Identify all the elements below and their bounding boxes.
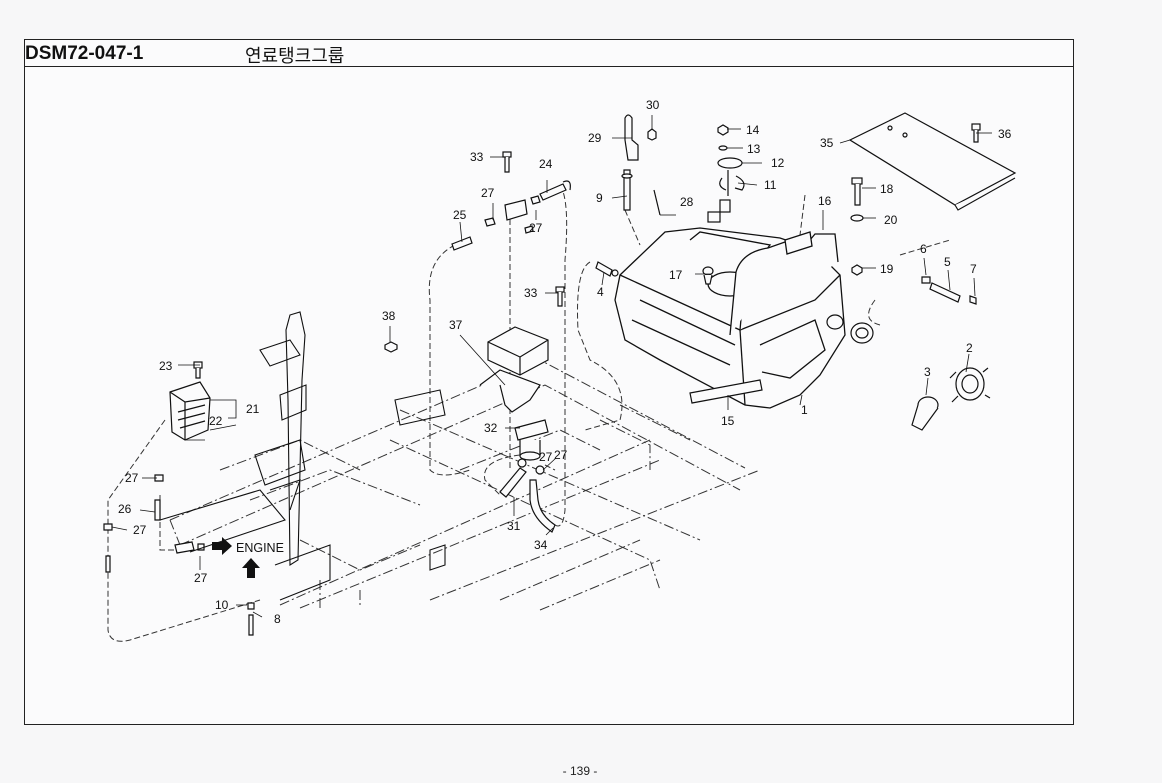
- callout-20: 20: [884, 213, 898, 227]
- callout-27g: 27: [539, 450, 553, 464]
- callout-23: 23: [159, 359, 173, 373]
- return-pipe: [621, 114, 661, 216]
- callout-38: 38: [382, 309, 396, 323]
- drain-plug: [702, 266, 714, 285]
- diagram-code: DSM72-047-1: [25, 43, 144, 64]
- engine-side-fittings: [103, 474, 255, 636]
- callout-numbers: 1 2 3 4 5 6 7 8 9 10 11 12 13 14 15 16 1…: [118, 98, 1012, 626]
- callout-2: 2: [966, 341, 973, 355]
- callout-13: 13: [747, 142, 761, 156]
- callout-27a: 27: [125, 471, 139, 485]
- callout-25: 25: [453, 208, 467, 222]
- callout-14: 14: [746, 123, 760, 137]
- strap-bolt: [850, 177, 864, 276]
- callout-4: 4: [597, 285, 604, 299]
- callout-22: 22: [209, 414, 223, 428]
- callout-5: 5: [944, 255, 951, 269]
- callout-11: 11: [764, 178, 777, 192]
- callout-15: 15: [721, 414, 735, 428]
- callout-27d: 27: [481, 186, 495, 200]
- callout-35: 35: [820, 136, 834, 150]
- breather-hose: [921, 276, 977, 305]
- callout-6: 6: [920, 242, 927, 256]
- callout-7: 7: [970, 262, 977, 276]
- callout-29: 29: [588, 131, 602, 145]
- filler-cap: [949, 367, 991, 403]
- engine-label: ENGINE: [236, 541, 284, 555]
- title-bar: DSM72-047-1 연료탱크그룹: [25, 40, 1073, 67]
- callout-1: 1: [801, 403, 808, 417]
- tank-outlet-fitting: [595, 261, 619, 277]
- callout-30: 30: [646, 98, 660, 112]
- callout-33b: 33: [524, 286, 538, 300]
- fuel-sender-unit: [707, 124, 745, 223]
- callout-18: 18: [880, 182, 894, 196]
- group-title: 연료탱크그룹: [245, 46, 345, 67]
- filler-neck: [911, 396, 939, 431]
- tank-filler-neck: [689, 314, 874, 404]
- page-number: - 139 -: [562, 764, 598, 778]
- callout-33a: 33: [470, 150, 484, 164]
- callout-9: 9: [596, 191, 603, 205]
- leader-lines: [111, 115, 992, 618]
- callout-19: 19: [880, 262, 894, 276]
- callout-8: 8: [274, 612, 281, 626]
- tank-strap: [729, 231, 839, 336]
- callout-3: 3: [924, 365, 931, 379]
- callout-32: 32: [484, 421, 498, 435]
- engine-fuel-filter: [169, 361, 211, 441]
- callout-17: 17: [669, 268, 683, 282]
- callout-27e: 27: [529, 221, 543, 235]
- callout-26: 26: [118, 502, 132, 516]
- vehicle-frame: [169, 359, 761, 611]
- callout-24: 24: [539, 157, 553, 171]
- callout-28: 28: [680, 195, 694, 209]
- callout-16: 16: [818, 194, 832, 208]
- callout-27b: 27: [133, 523, 147, 537]
- callout-21: 21: [246, 402, 260, 416]
- callout-12: 12: [771, 156, 785, 170]
- engine-flow-arrows: [212, 537, 260, 578]
- callout-36: 36: [998, 127, 1012, 141]
- callout-27f: 27: [554, 448, 568, 462]
- callout-37: 37: [449, 318, 463, 332]
- callout-34: 34: [534, 538, 548, 552]
- water-separator: [514, 419, 549, 461]
- chassis-bracket: [159, 311, 446, 601]
- upper-fittings: [451, 151, 571, 307]
- callout-27c: 27: [194, 571, 208, 585]
- callout-31: 31: [507, 519, 521, 533]
- heat-shield-plate: [848, 112, 1017, 211]
- filter-bracket: [384, 326, 549, 413]
- flex-hoses: [499, 458, 556, 533]
- callout-10: 10: [215, 598, 229, 612]
